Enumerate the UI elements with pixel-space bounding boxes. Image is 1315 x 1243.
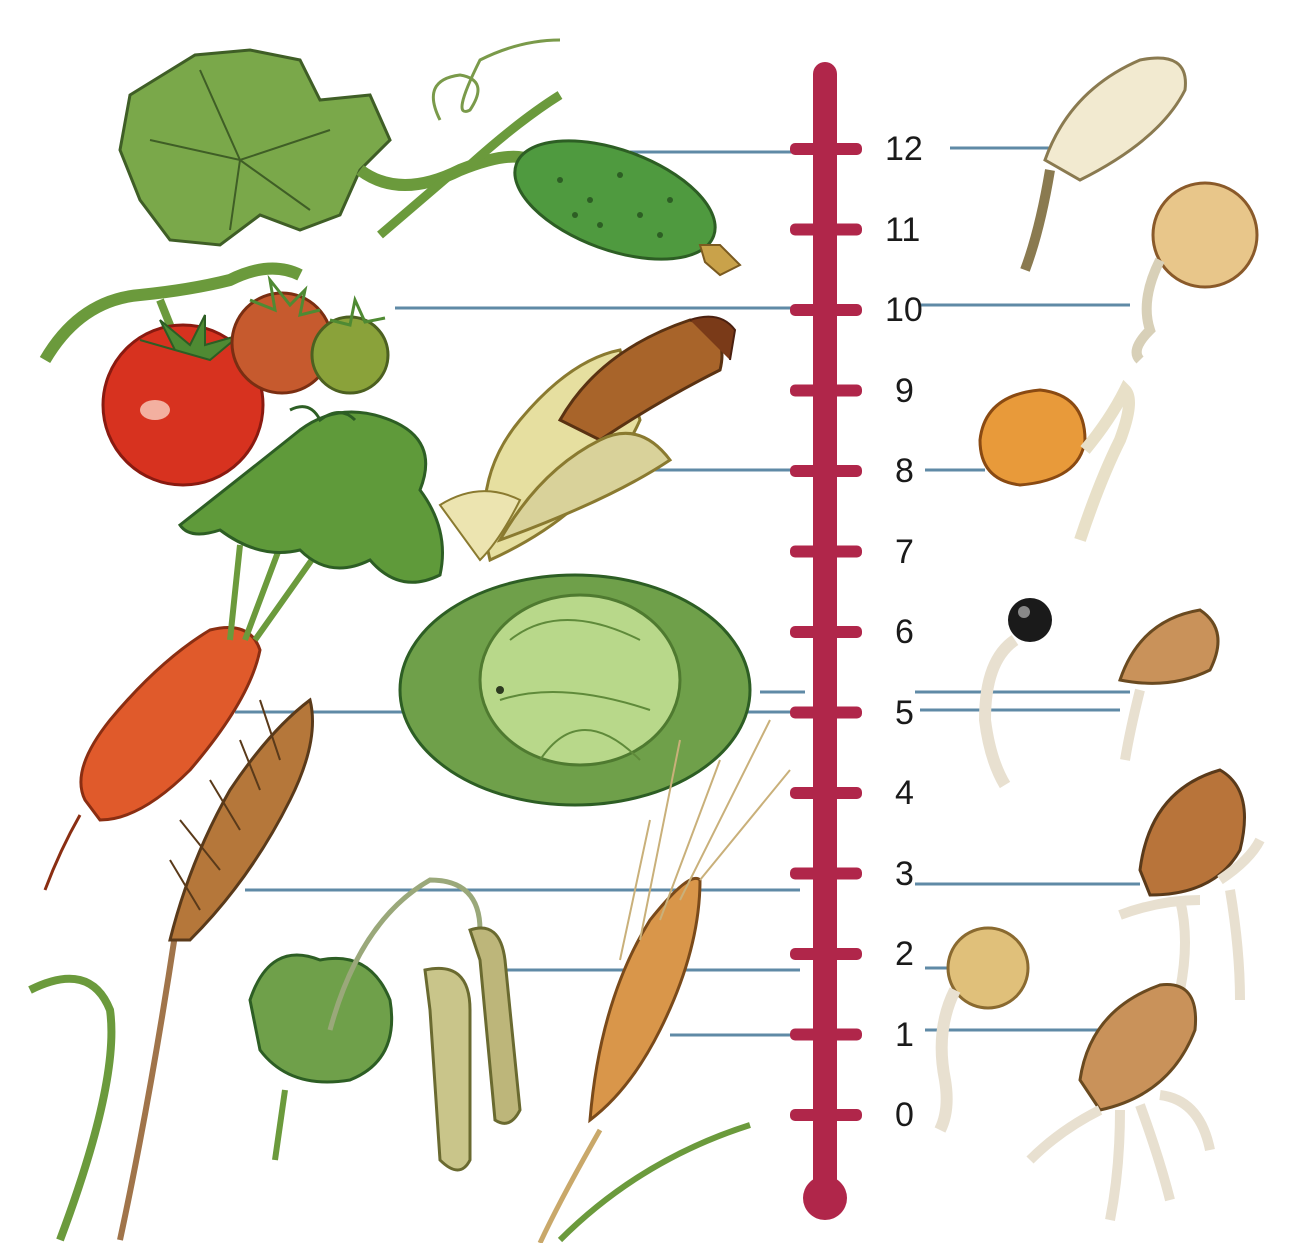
scale-tick-mark: [790, 546, 862, 558]
scale-tick-label: 0: [895, 1098, 914, 1132]
scale-tick-mark: [790, 948, 862, 960]
thermometer-bulb: [803, 1176, 847, 1220]
scale-tick-label: 6: [895, 615, 914, 649]
scale-tick-mark: [790, 787, 862, 799]
cabbage-illustration: [400, 575, 750, 805]
scale-tick-label: 12: [885, 132, 923, 166]
scale-tick-label: 11: [885, 213, 920, 247]
scale-tick-label: 9: [895, 374, 914, 408]
scale-tick-mark: [790, 465, 862, 477]
scale-tick-label: 8: [895, 454, 914, 488]
scale-tick-label: 2: [895, 937, 914, 971]
rye-seedling-illustration: [1120, 770, 1260, 1000]
thermometer: [790, 62, 862, 1220]
scale-tick-label: 3: [895, 857, 914, 891]
tomato-seedling-illustration: [1137, 183, 1257, 360]
scale-tick-mark: [790, 626, 862, 638]
scale-tick-label: 1: [895, 1018, 914, 1052]
cucumber-plant-illustration: [120, 40, 740, 283]
scale-tick-label: 10: [885, 293, 923, 327]
scale-tick-mark: [790, 868, 862, 880]
scale-tick-mark: [790, 224, 862, 236]
wheat-seedling-illustration: [1030, 985, 1210, 1220]
carrot-seedling-illustration: [1120, 610, 1218, 760]
scale-tick-label: 7: [895, 535, 914, 569]
scale-tick-mark: [790, 143, 862, 155]
corn-seedling-illustration: [980, 390, 1129, 540]
scale-tick-mark: [790, 385, 862, 397]
scale-tick-mark: [790, 304, 862, 316]
scale-tick-label: 4: [895, 776, 914, 810]
scale-tick-mark: [790, 1029, 862, 1041]
scale-tick-mark: [790, 707, 862, 719]
corn-cob-illustration: [440, 317, 735, 560]
scale-tick-mark: [790, 1109, 862, 1121]
pea-plant-illustration: [250, 880, 520, 1170]
scale-tick-label: 5: [895, 696, 914, 730]
